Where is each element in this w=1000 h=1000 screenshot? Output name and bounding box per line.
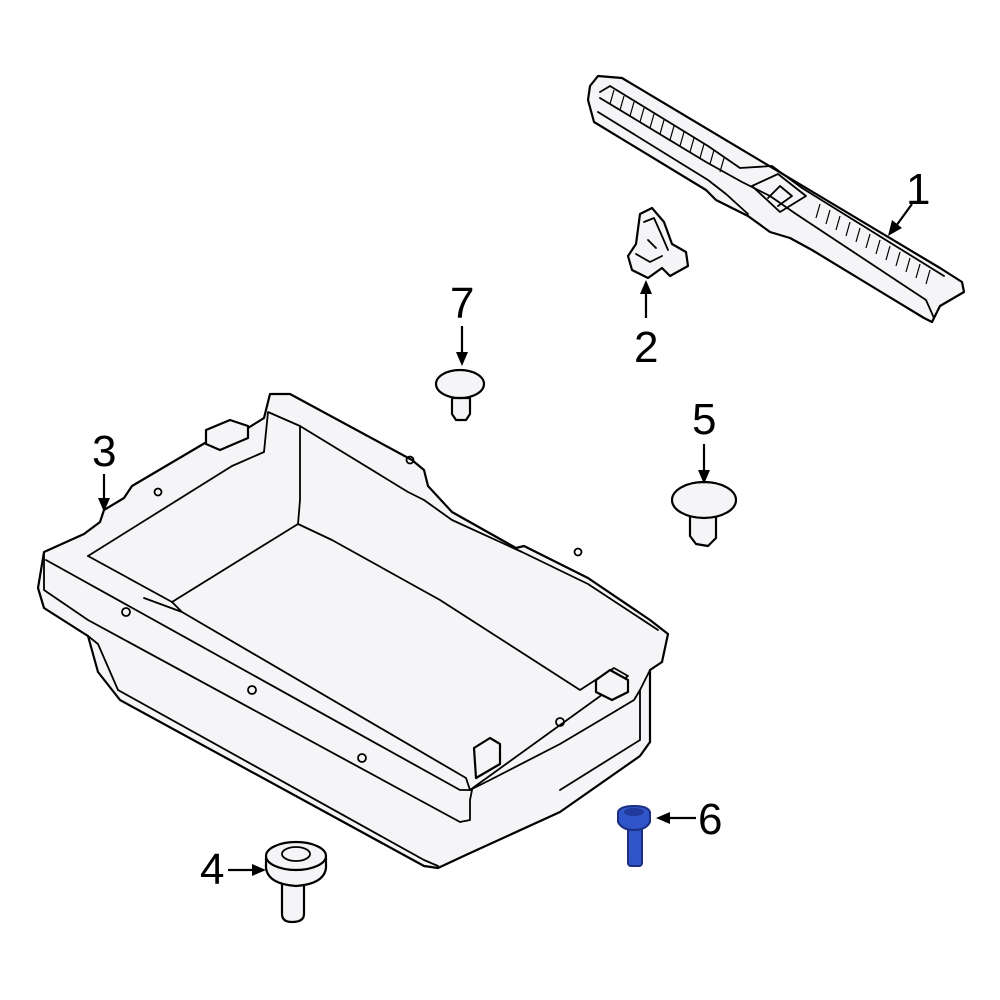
callout-3[interactable]: 3 xyxy=(92,427,116,476)
leader-7 xyxy=(456,326,468,366)
leader-4 xyxy=(228,864,266,876)
leader-6 xyxy=(656,812,696,824)
callout-6[interactable]: 6 xyxy=(698,795,722,844)
part-2-retainer-clip[interactable] xyxy=(626,206,690,280)
callout-4[interactable]: 4 xyxy=(200,845,224,894)
part-4-bolt[interactable] xyxy=(264,840,328,924)
part-3-storage-tray[interactable] xyxy=(36,392,670,870)
step-plate-ribs xyxy=(609,89,931,285)
callout-5[interactable]: 5 xyxy=(692,395,716,444)
part-1-step-plate[interactable] xyxy=(586,74,966,324)
leader-3 xyxy=(98,474,110,512)
part-5-push-pin[interactable] xyxy=(670,480,738,548)
callout-7[interactable]: 7 xyxy=(450,279,474,328)
leader-2 xyxy=(640,280,652,318)
leader-5 xyxy=(698,444,710,484)
callout-1[interactable]: 1 xyxy=(906,165,930,214)
part-7-push-pin[interactable] xyxy=(434,368,486,422)
part-6-screw[interactable] xyxy=(617,804,651,867)
leader-1 xyxy=(888,203,913,236)
callout-2[interactable]: 2 xyxy=(634,323,658,372)
